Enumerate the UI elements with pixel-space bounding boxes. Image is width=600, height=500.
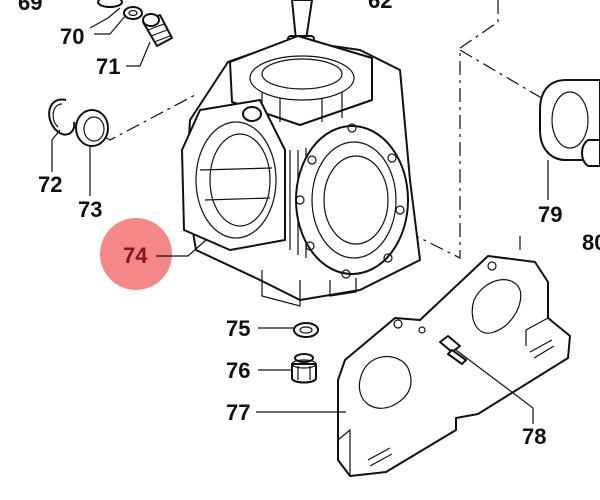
part-78-bolt [439,335,467,365]
part-76-drain-plug [291,353,317,384]
label-74[interactable]: 74 [123,243,148,268]
label-77: 77 [226,400,250,425]
part-79-bearing [539,79,600,161]
part-74-crankcase[interactable] [181,35,421,307]
part-69-fitting [97,0,123,8]
highlight-marker [100,218,172,290]
label-78: 78 [522,424,546,449]
part-72-snap-ring [48,98,76,136]
label-69: 69 [18,0,42,15]
label-73: 73 [78,197,102,222]
leader-lines [51,7,549,424]
label-75: 75 [226,316,250,341]
part-75-o-ring [293,322,319,338]
part-71-nipple-fitting [142,13,173,47]
label-70: 70 [60,24,84,49]
label-62: 62 [368,0,392,13]
label-79: 79 [538,202,562,227]
part-80-edge [581,139,600,167]
label-76: 76 [226,358,250,383]
label-71: 71 [96,54,120,79]
label-72: 72 [38,172,62,197]
label-80: 80 [582,230,600,255]
part-77-mounting-bracket [337,255,571,477]
part-70-washer [123,6,143,20]
part-73-seal-ring [75,109,109,147]
